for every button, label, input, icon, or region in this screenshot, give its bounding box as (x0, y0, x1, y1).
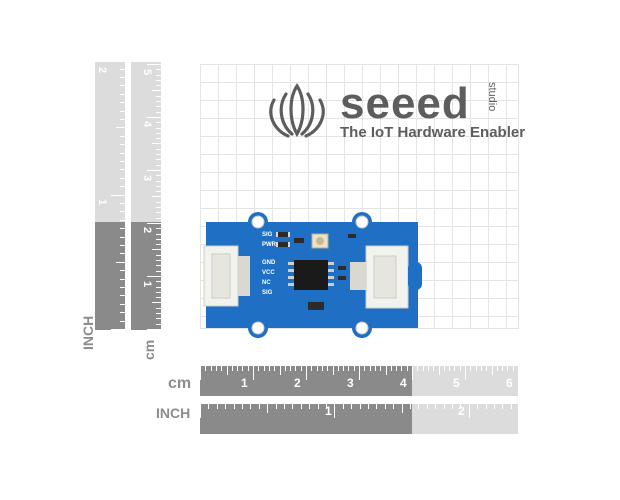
brand-name: seeed (340, 79, 470, 128)
vertical-cm-mark-2: 2 (141, 226, 154, 234)
silk-label-sig-bottom: SIG (262, 290, 273, 296)
right-grove-connector (350, 245, 422, 309)
vertical-cm-unit-label: cm (141, 339, 157, 360)
grove-sensor-board: SIG PWR GND VCC NC SIG (203, 212, 422, 338)
horizontal-cm-mark-3: 3 (347, 376, 354, 390)
silk-label-nc: NC (262, 280, 271, 286)
vertical-cm-mark-3: 3 (141, 174, 154, 182)
vertical-cm-ruler (131, 62, 161, 330)
horizontal-inch-unit-label: INCH (156, 405, 191, 421)
left-grove-connector (203, 245, 250, 307)
horizontal-cm-mark-2: 2 (294, 376, 301, 390)
brand-tagline: The IoT Hardware Enabler (340, 124, 526, 141)
vertical-cm-mark-1: 1 (141, 280, 154, 288)
silk-label-gnd: GND (262, 260, 276, 266)
silk-label-sig-top: SIG (262, 232, 273, 238)
smd-pads (276, 232, 290, 247)
silk-label-vcc: VCC (262, 270, 275, 276)
horizontal-cm-mark-1: 1 (241, 376, 248, 390)
horizontal-inch-mark-2: 2 (458, 404, 465, 418)
vertical-inch-unit-label: INCH (80, 315, 96, 350)
smd-components (278, 232, 356, 310)
horizontal-cm-ruler-graphic (200, 366, 518, 396)
vertical-inch-ruler (95, 62, 125, 330)
horizontal-cm-mark-6: 6 (506, 376, 513, 390)
vertical-inch-ruler-graphic (95, 62, 125, 330)
vertical-inch-mark-1: 1 (96, 198, 109, 206)
horizontal-cm-ruler (200, 366, 518, 396)
vertical-cm-ruler-graphic (131, 62, 161, 330)
vertical-inch-mark-2: 2 (96, 66, 109, 74)
seeed-logo-icon (269, 83, 325, 138)
vertical-cm-mark-5: 5 (141, 68, 154, 76)
horizontal-cm-unit-label: cm (168, 375, 192, 392)
vertical-cm-mark-4: 4 (141, 120, 154, 128)
horizontal-inch-ruler-graphic (200, 404, 518, 434)
ic-chip (288, 260, 334, 290)
horizontal-inch-ruler (200, 404, 518, 434)
brand-sub: studio (486, 82, 498, 112)
horizontal-cm-mark-5: 5 (453, 376, 460, 390)
potentiometer (311, 233, 329, 249)
horizontal-cm-mark-4: 4 (400, 376, 407, 390)
silk-label-pwr: PWR (262, 242, 277, 248)
horizontal-inch-mark-1: 1 (325, 404, 332, 418)
